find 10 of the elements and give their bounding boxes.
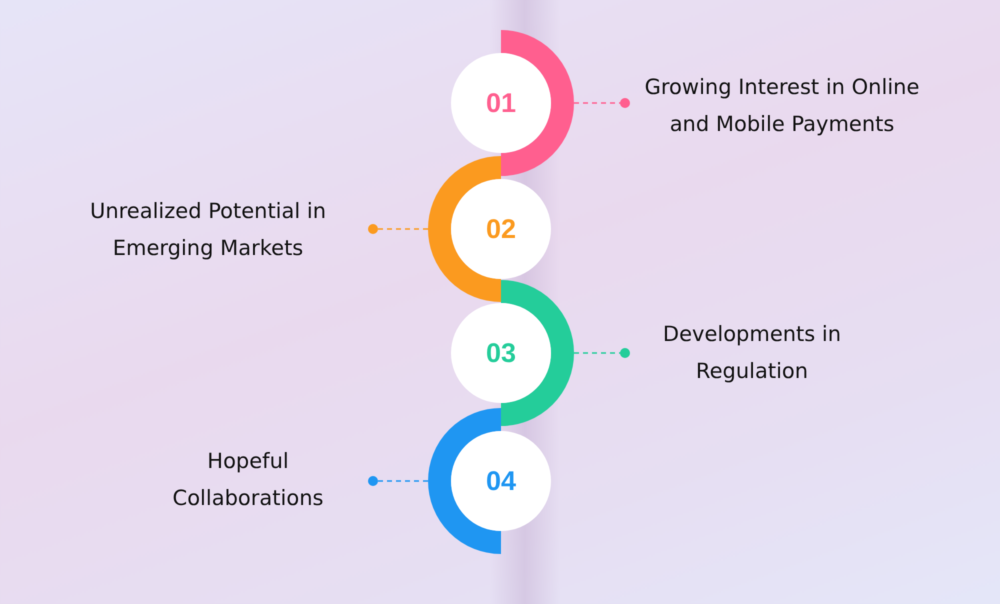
item-description: Unrealized Potential in Emerging Markets [88, 198, 328, 262]
dotted-connector [368, 476, 428, 486]
dotted-connector [574, 98, 630, 108]
dotted-connector [574, 348, 630, 358]
item-description: Developments in Regulation [662, 321, 842, 385]
item-description: Hopeful Collaborations [172, 448, 324, 512]
item-description: Growing Interest in Online and Mobile Payments [644, 74, 920, 138]
number-circle: 03 [451, 303, 551, 403]
number-circle: 01 [451, 53, 551, 153]
dotted-connector [368, 224, 428, 234]
